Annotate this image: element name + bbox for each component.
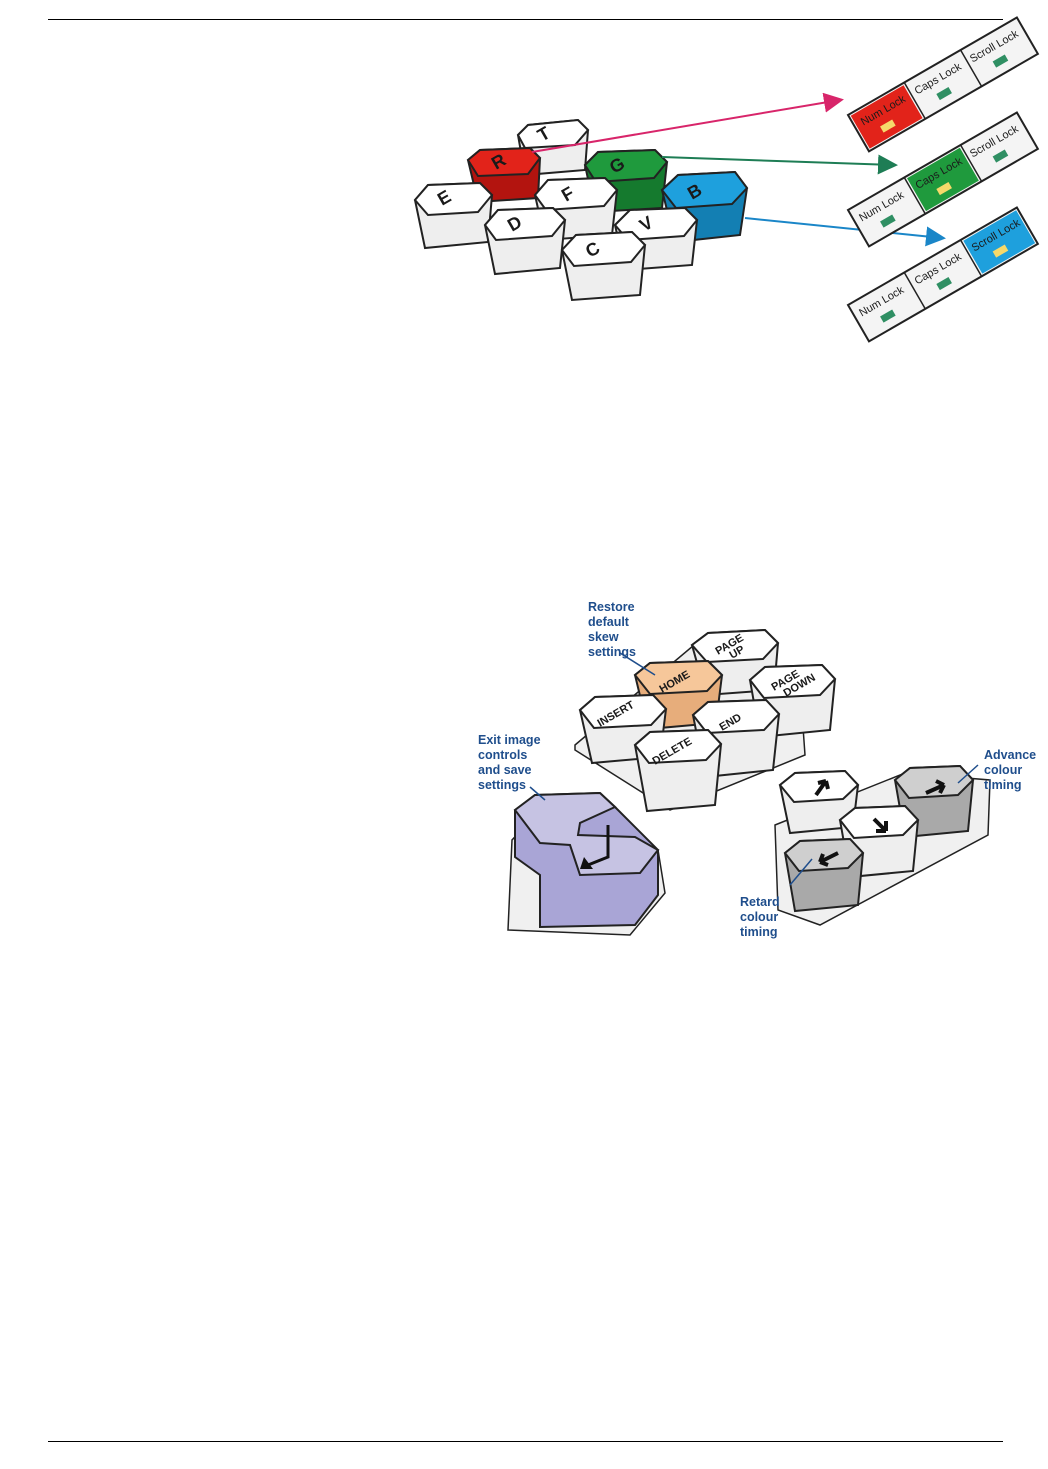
svg-text:colour: colour [740, 910, 778, 924]
svg-text:Restore: Restore [588, 600, 635, 614]
svg-text:controls: controls [478, 748, 527, 762]
annotation-exit: Exit image controls and save settings [478, 733, 541, 792]
annotation-advance: Advance colour timing [984, 748, 1036, 792]
svg-text:skew: skew [588, 630, 619, 644]
key-d: D [485, 208, 565, 274]
key-enter [508, 793, 665, 935]
svg-text:colour: colour [984, 763, 1022, 777]
arrow-green [662, 157, 894, 165]
svg-text:default: default [588, 615, 630, 629]
footer-rule [48, 1441, 1003, 1442]
svg-text:timing: timing [740, 925, 778, 939]
key-left-arrow [785, 839, 863, 911]
key-e: E [415, 183, 492, 248]
svg-text:Advance: Advance [984, 748, 1036, 762]
svg-text:timing: timing [984, 778, 1022, 792]
svg-text:Exit image: Exit image [478, 733, 541, 747]
annotation-retard: Retard colour timing [740, 895, 780, 939]
svg-text:Retard: Retard [740, 895, 780, 909]
key-c: C [562, 232, 645, 300]
figure-image-controls-keys: PAGE UP HOME PAGE DOWN INSERT END DELETE [460, 595, 1040, 945]
svg-text:and save: and save [478, 763, 532, 777]
annotation-restore: Restore default skew settings [588, 600, 636, 659]
figure-colour-keys: T R G E F B D V [400, 20, 1040, 330]
svg-text:settings: settings [478, 778, 526, 792]
svg-text:settings: settings [588, 645, 636, 659]
key-delete: DELETE [635, 730, 721, 811]
